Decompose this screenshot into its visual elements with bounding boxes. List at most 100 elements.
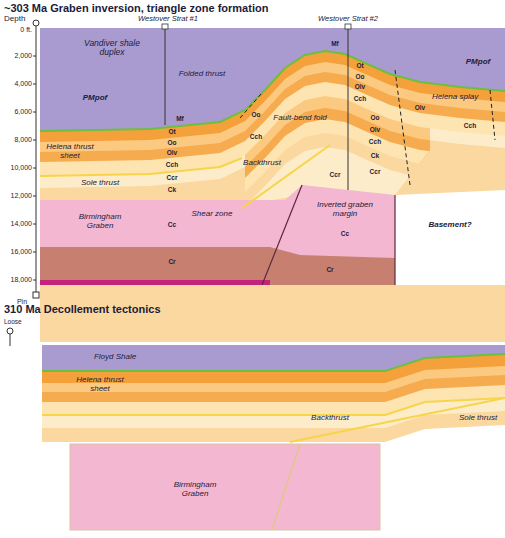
label-anchor: PMpof	[466, 58, 490, 67]
core-ccr	[40, 147, 505, 381]
formation-label: Olv	[355, 83, 365, 90]
label-anchor: 4,000	[14, 80, 32, 88]
unit-label: Birmingham Graben	[164, 481, 226, 499]
label-anchor: Olv	[415, 104, 425, 111]
depth-tick: 4,000	[14, 80, 32, 88]
formation-label: Cch	[464, 122, 476, 129]
loose-symbol	[7, 328, 13, 334]
label-anchor: Oo	[370, 114, 379, 121]
depth-tick: 2,000	[14, 52, 32, 60]
depth-tick: 6,000	[14, 108, 32, 116]
depth-tick: 18,000	[11, 276, 32, 284]
structure-label: Fault-bend fold	[273, 114, 326, 123]
formation-label: Mf	[331, 40, 339, 47]
label-anchor: 2,000	[14, 52, 32, 60]
mf-line	[40, 51, 505, 131]
label-anchor: 12,000	[11, 192, 32, 200]
label-anchor: Helena splay	[432, 93, 478, 102]
label-anchor: 14,000	[11, 220, 32, 228]
structure-label: Sole thrust	[459, 414, 497, 423]
label-anchor: Oo	[355, 73, 364, 80]
label-anchor: Cc	[168, 221, 176, 228]
formation-label: Ccr	[370, 168, 381, 175]
depth-tick: 14,000	[11, 220, 32, 228]
label-anchor: Olv	[370, 126, 380, 133]
label-anchor: Mf	[331, 40, 339, 47]
formation-label: Oo	[167, 139, 176, 146]
formation-label: Ot	[356, 62, 363, 69]
fault-dashed	[490, 90, 495, 140]
pin-label: Pin	[17, 298, 27, 306]
formation-label: Oo	[355, 73, 364, 80]
well-line	[165, 28, 166, 125]
label-anchor: Helena thrust sheet	[70, 376, 130, 394]
backthrust-line	[290, 398, 505, 442]
depth-tick: 8,000	[14, 136, 32, 144]
label-anchor: 16,000	[11, 248, 32, 256]
fault-dashed	[395, 70, 410, 185]
label-anchor: Cr	[326, 266, 333, 273]
core-cch	[40, 119, 505, 353]
label-anchor: Fault-bend fold	[273, 114, 326, 123]
label-anchor: Shear zone	[192, 210, 233, 219]
loose-line	[10, 334, 11, 346]
unit-label: Floyd Shale	[94, 353, 136, 362]
formation-label: Olv	[370, 126, 380, 133]
cc-layer	[40, 185, 395, 285]
core-ck	[40, 133, 505, 367]
title-anchor: ~303 Ma Graben inversion, triangle zone …	[4, 2, 268, 14]
graben-fill	[70, 444, 380, 530]
label-anchor: Cr	[168, 258, 175, 265]
formation-label: Cch	[369, 138, 381, 145]
formation-label: Oo	[251, 111, 260, 118]
cr-layer	[40, 247, 395, 285]
cs-layer	[40, 280, 270, 285]
label-anchor: PMpof	[83, 94, 107, 103]
label-anchor: Westover Strat #1	[138, 15, 198, 23]
label-anchor: Birmingham Graben	[69, 213, 131, 231]
label-anchor: Olv	[355, 83, 365, 90]
label-anchor: 10,000	[11, 164, 32, 172]
formation-label: Oo	[370, 114, 379, 121]
label-anchor: Sole thrust	[81, 179, 119, 188]
label-anchor: Floyd Shale	[94, 353, 136, 362]
well-symbol	[162, 24, 168, 29]
fold-core	[40, 96, 505, 381]
structure-label: Backthrust	[311, 414, 349, 423]
label-anchor: Oo	[167, 139, 176, 146]
label-anchor: Birmingham Graben	[164, 481, 226, 499]
well-label: Westover Strat #1	[138, 15, 198, 23]
label-anchor: Vandiver shale duplex	[76, 39, 148, 58]
structure-label: Inverted graben margin	[307, 201, 383, 219]
label-anchor: Basement?	[428, 221, 471, 230]
well-symbol	[345, 24, 351, 29]
formation-label: Cch	[166, 161, 178, 168]
label-anchor: Ck	[168, 186, 176, 193]
label-anchor: Sole thrust	[459, 414, 497, 423]
graben-fault	[394, 195, 395, 285]
formation-label: Cr	[168, 258, 175, 265]
label-anchor: 6,000	[14, 108, 32, 116]
formation-label: Cch	[354, 95, 366, 102]
well-label: Westover Strat #2	[318, 15, 378, 23]
backthrust-line	[242, 145, 330, 208]
diagram-title: ~303 Ma Graben inversion, triangle zone …	[4, 2, 268, 14]
formation-label: Mf	[176, 115, 184, 122]
label-anchor: Helena thrust sheet	[40, 143, 100, 161]
formation-label: Cch	[250, 133, 262, 140]
pin-symbol	[33, 292, 39, 298]
sole-thrust-line	[40, 158, 242, 176]
formation-label: Olv	[167, 149, 177, 156]
label-anchor: Ot	[356, 62, 363, 69]
axis-top	[33, 20, 39, 26]
core-oo	[40, 96, 505, 330]
unit-label: Birmingham Graben	[69, 213, 131, 231]
structure-label: Folded thrust	[179, 70, 226, 79]
label-anchor: Westover Strat #2	[318, 15, 378, 23]
label-anchor: 18,000	[11, 276, 32, 284]
formation-label: Ot	[168, 128, 175, 135]
well-line	[348, 28, 349, 190]
label-anchor: Loose	[4, 318, 22, 325]
label-anchor: Cch	[464, 122, 476, 129]
